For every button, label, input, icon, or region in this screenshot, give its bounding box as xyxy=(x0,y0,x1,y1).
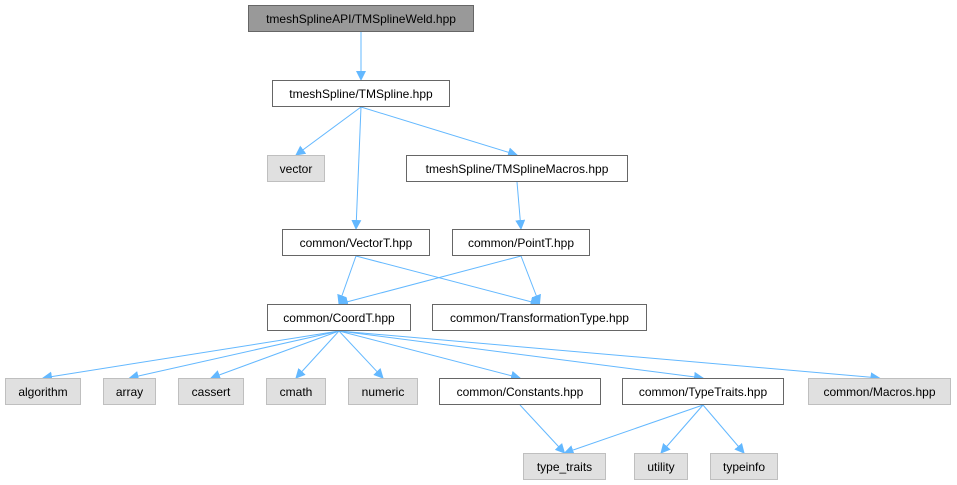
node-cmath: cmath xyxy=(266,378,326,405)
edge-coordt-to-macros xyxy=(338,330,881,383)
edge-tmspline-to-vector xyxy=(295,106,362,156)
node-tmspline-hpp[interactable]: tmeshSpline/TMSpline.hpp xyxy=(272,80,450,107)
edge-pointt-to-transformationtype xyxy=(520,255,541,305)
node-macros-hpp: common/Macros.hpp xyxy=(808,378,951,405)
node-transformationtype-hpp[interactable]: common/TransformationType.hpp xyxy=(432,304,647,331)
node-tmsplinemacros-hpp[interactable]: tmeshSpline/TMSplineMacros.hpp xyxy=(406,155,628,182)
edge-tmspline-to-tmsplinemacros xyxy=(360,106,518,158)
node-pointt-hpp[interactable]: common/PointT.hpp xyxy=(452,229,590,256)
edge-tmsplinemacros-to-pointt xyxy=(515,181,526,230)
node-typeinfo: typeinfo xyxy=(710,453,778,480)
node-constants-hpp[interactable]: common/Constants.hpp xyxy=(439,378,601,405)
edge-typetraits-to-typeinfo xyxy=(702,404,745,454)
edge-coordt-to-typetraits xyxy=(338,330,704,382)
node-numeric: numeric xyxy=(348,378,418,405)
node-coordt-hpp[interactable]: common/CoordT.hpp xyxy=(267,304,411,331)
edge-coordt-to-constants xyxy=(338,330,521,381)
node-typetraits-hpp[interactable]: common/TypeTraits.hpp xyxy=(622,378,784,405)
node-type-traits: type_traits xyxy=(523,453,606,480)
node-root-tmsplineweld: tmeshSplineAPI/TMSplineWeld.hpp xyxy=(248,5,474,32)
node-vector: vector xyxy=(267,155,325,182)
edge-coordt-to-numeric xyxy=(338,330,384,379)
edge-coordt-to-cmath xyxy=(295,330,340,379)
node-utility: utility xyxy=(634,453,688,480)
node-array: array xyxy=(103,378,156,405)
edge-constants-to-type_traits xyxy=(519,404,566,454)
edge-coordt-to-array xyxy=(128,330,340,381)
edge-coordt-to-cassert xyxy=(210,330,340,380)
edge-typetraits-to-type_traits xyxy=(563,404,704,455)
edge-typetraits-to-utility xyxy=(660,404,704,454)
edge-vectort-to-coordt xyxy=(337,255,357,305)
node-vectort-hpp[interactable]: common/VectorT.hpp xyxy=(282,229,430,256)
node-cassert: cassert xyxy=(178,378,244,405)
node-algorithm: algorithm xyxy=(5,378,81,405)
edge-pointt-to-coordt xyxy=(338,255,522,307)
edge-tmspline-to-vectort xyxy=(351,106,362,230)
edge-coordt-to-algorithm xyxy=(42,330,340,382)
edge-vectort-to-transformationtype xyxy=(355,255,541,307)
